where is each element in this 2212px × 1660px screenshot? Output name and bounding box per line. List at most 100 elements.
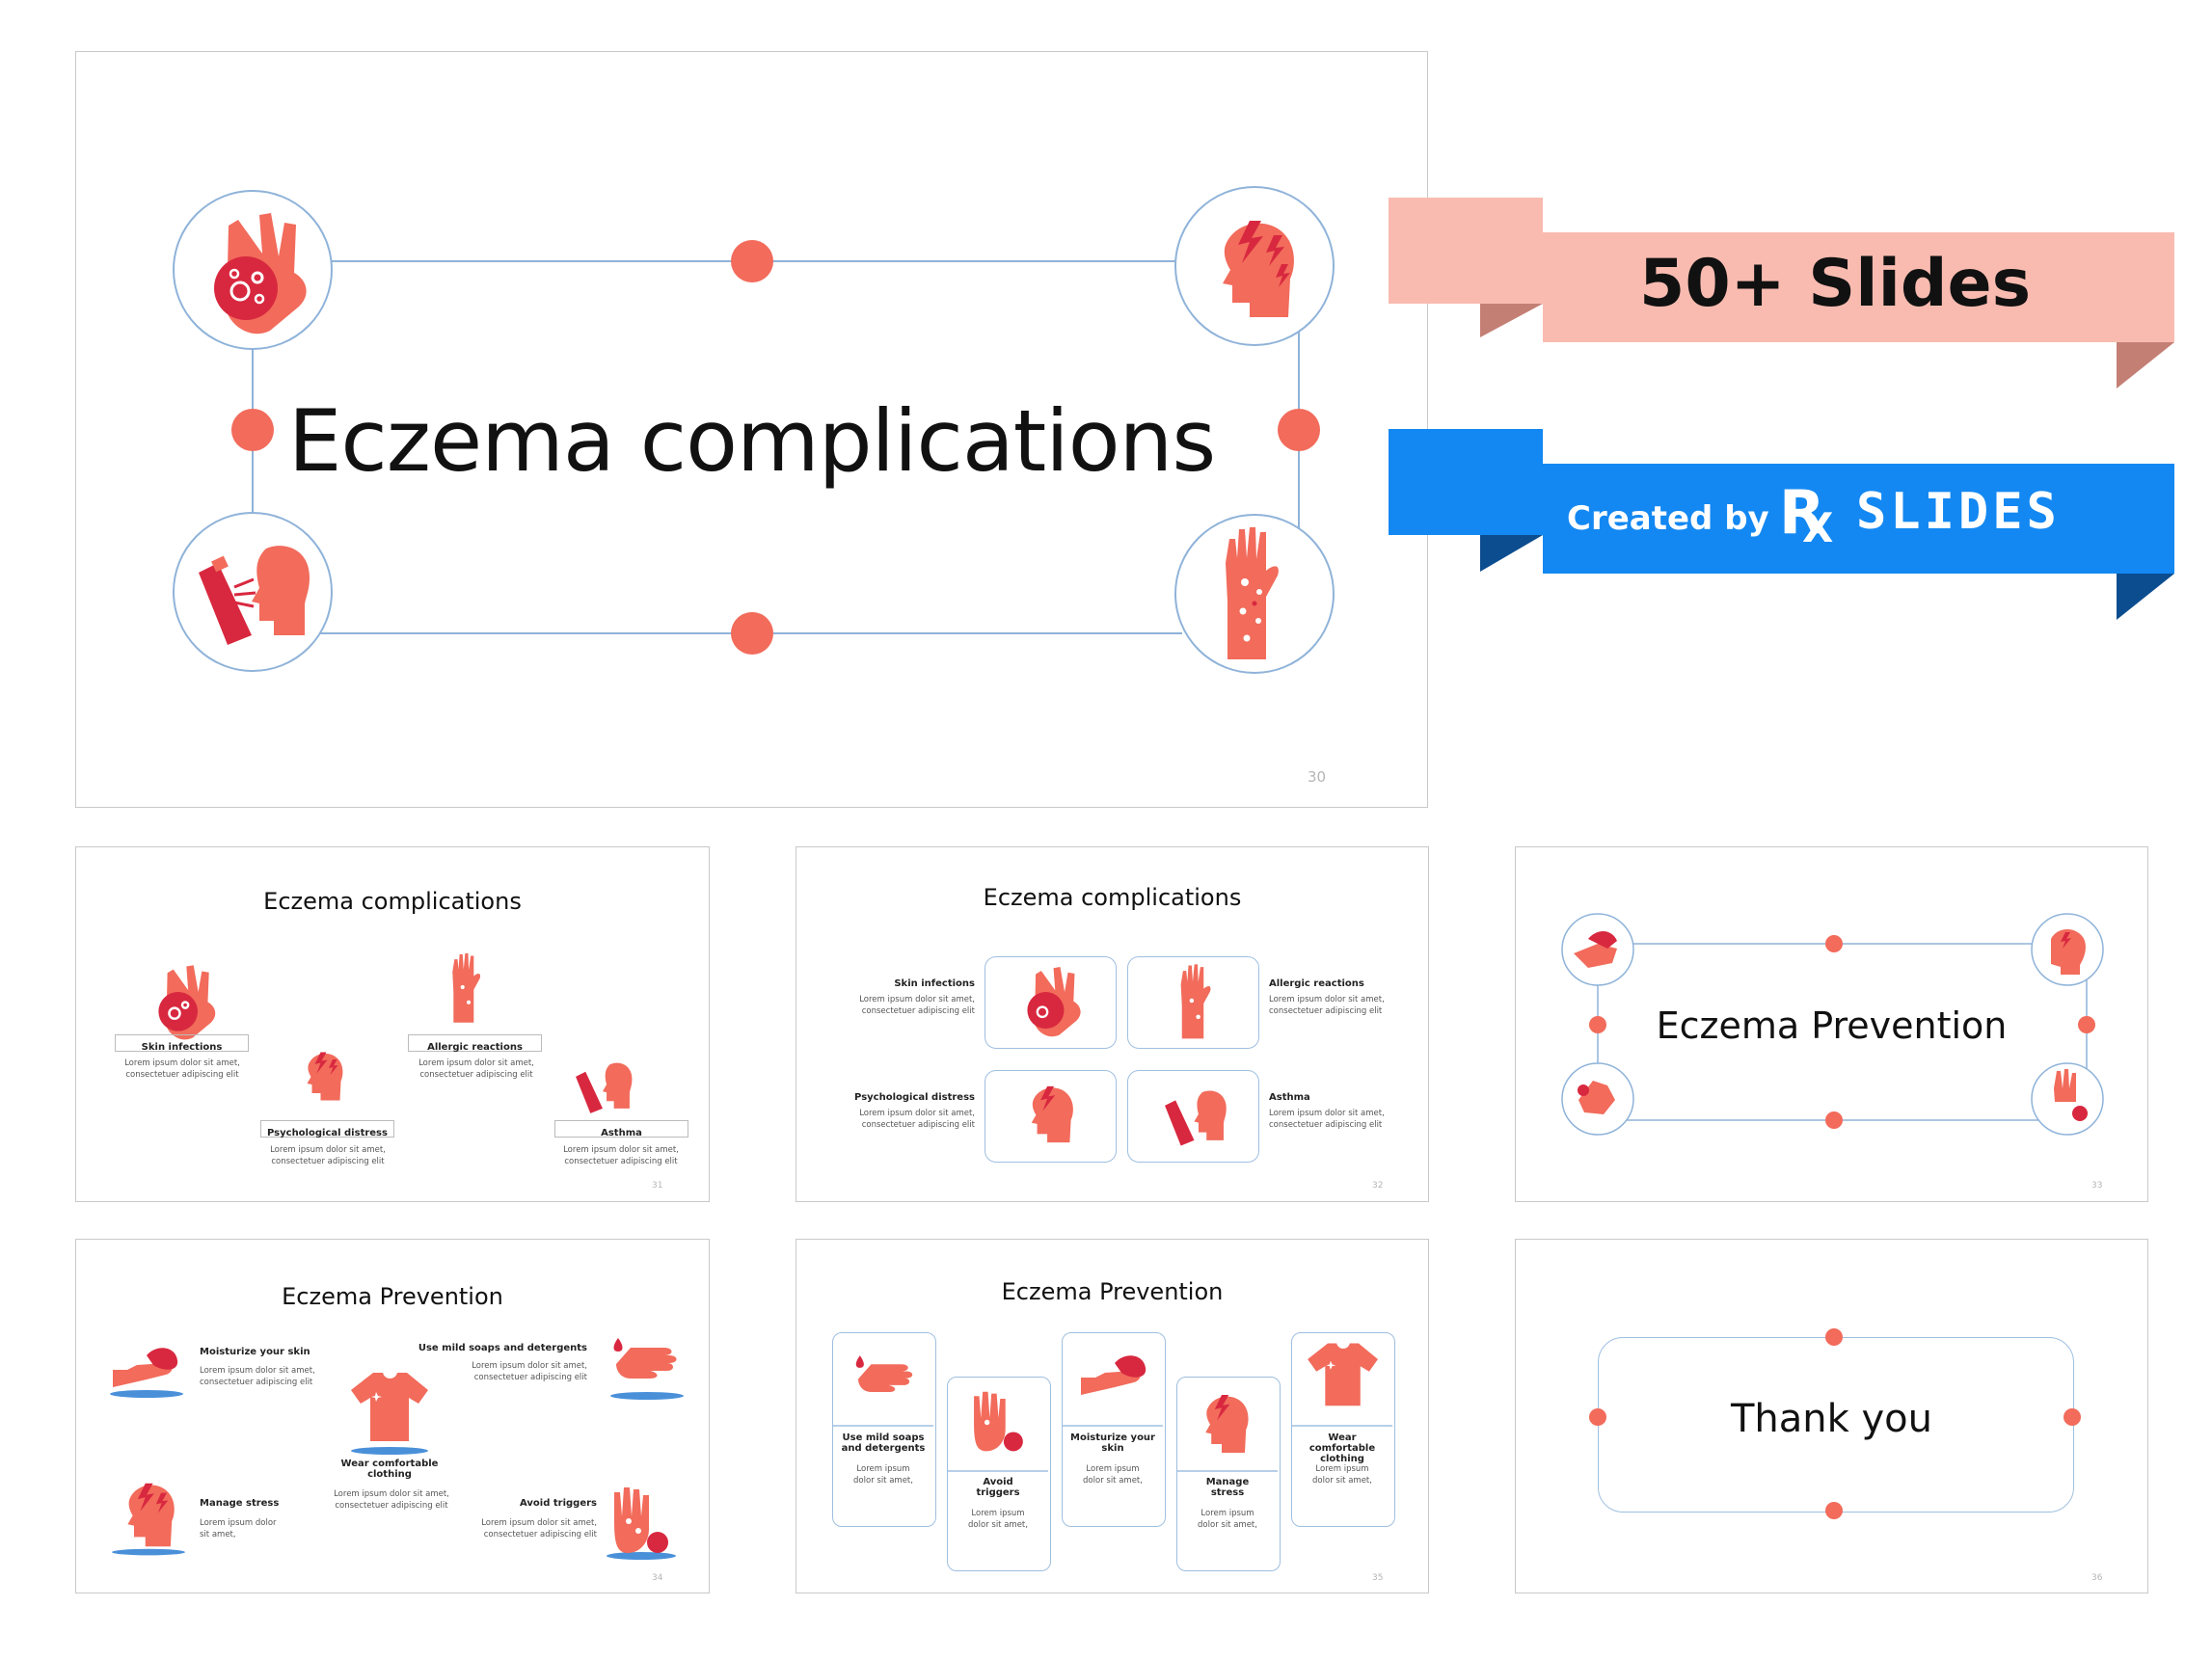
thumbnail-slide-32[interactable]: Eczema complications Skin infections Lor… bbox=[796, 846, 1429, 1202]
slide-number: 36 bbox=[2091, 1573, 2103, 1583]
item-label: Asthma bbox=[1269, 1092, 1310, 1103]
slide-number: 31 bbox=[652, 1181, 663, 1191]
slide-title: Thank you bbox=[1730, 1397, 1933, 1441]
item-label: Psychological distress bbox=[854, 1092, 975, 1103]
item-text: Lorem ipsum dolor sit amet, consectetuer… bbox=[563, 1145, 679, 1166]
slide-number: 34 bbox=[652, 1573, 663, 1583]
item-label: Wear comfortable clothing bbox=[1308, 1432, 1376, 1464]
moisturize-icon bbox=[1081, 1355, 1146, 1395]
icon-card bbox=[1127, 1070, 1259, 1163]
item-text: Lorem ipsum dolor sit amet, bbox=[1083, 1464, 1143, 1486]
skin-infection-icon bbox=[214, 213, 307, 335]
slide-title: Eczema Prevention bbox=[1001, 1278, 1224, 1305]
thumbnail-slide-31[interactable]: Eczema complications Skin infections Lor… bbox=[75, 846, 710, 1202]
t-shirt-icon bbox=[1308, 1343, 1378, 1406]
t-shirt-icon bbox=[351, 1373, 428, 1455]
asthma-icon bbox=[199, 546, 310, 645]
item-label: Avoid triggers bbox=[520, 1498, 597, 1509]
avoid-triggers-icon bbox=[607, 1487, 676, 1560]
allergic-reaction-icon bbox=[1180, 964, 1211, 1039]
slide-number: 32 bbox=[1372, 1181, 1384, 1191]
item-text: Lorem ipsum dolor sit amet, consectetuer… bbox=[418, 1058, 534, 1080]
item-label: Allergic reactions bbox=[1269, 978, 1364, 989]
frame-dots bbox=[1589, 1328, 2081, 1519]
psychological-distress-icon bbox=[1223, 221, 1294, 317]
allergic-reaction-icon bbox=[1226, 527, 1279, 659]
item-text: Lorem ipsum dolor sit amet, consectetuer… bbox=[472, 1361, 587, 1382]
logo-slides: SLIDES bbox=[1856, 483, 2061, 541]
item-text: Lorem ipsum dolor sit amet, consectetuer… bbox=[124, 1058, 240, 1080]
thumbnail-slide-35[interactable]: Eczema Prevention Use mild soaps and det… bbox=[796, 1239, 1429, 1593]
item-label: Manage stress bbox=[200, 1498, 280, 1509]
item-label: Use mild soaps and detergents bbox=[418, 1343, 587, 1353]
logo-r: R bbox=[1779, 477, 1825, 548]
mild-soap-icon bbox=[610, 1338, 684, 1400]
item-text: Lorem ipsum dolor sit amet, consectetuer… bbox=[859, 995, 975, 1016]
asthma-icon bbox=[1165, 1090, 1227, 1146]
psychological-distress-icon bbox=[307, 1052, 343, 1101]
skin-infection-icon bbox=[158, 965, 216, 1040]
item-text: Lorem ipsum dolor sit amet, consectetuer… bbox=[1269, 1109, 1385, 1130]
frame-lines bbox=[1561, 913, 2104, 1136]
manage-stress-icon bbox=[112, 1483, 185, 1556]
created-by-text: Created by bbox=[1567, 499, 1769, 538]
item-text: Lorem ipsum dolor sit amet, consectetuer… bbox=[859, 1109, 975, 1130]
icon-card bbox=[1127, 956, 1259, 1049]
slide-number: 30 bbox=[1308, 768, 1327, 786]
slide-number: 33 bbox=[2091, 1181, 2103, 1191]
allergic-reaction-icon bbox=[452, 952, 481, 1023]
manage-stress-icon bbox=[1205, 1395, 1249, 1453]
step-card bbox=[1176, 1377, 1281, 1571]
icon-card bbox=[985, 1070, 1117, 1163]
item-label: Skin infections bbox=[141, 1042, 223, 1053]
step-card bbox=[1062, 1332, 1166, 1527]
item-label: Wear comfortable clothing bbox=[340, 1459, 439, 1480]
item-text: Lorem ipsum dolor sit amet, consectetuer… bbox=[334, 1489, 449, 1511]
avoid-triggers-icon bbox=[974, 1391, 1023, 1452]
psychological-distress-icon bbox=[1031, 1085, 1073, 1143]
step-card bbox=[947, 1377, 1051, 1571]
thumbnail-slide-36[interactable]: Thank you 36 bbox=[1515, 1239, 2148, 1593]
item-text: Lorem ipsum dolor sit amet, consectetuer… bbox=[1269, 995, 1385, 1016]
item-text: Lorem ipsum dolor sit amet, bbox=[853, 1464, 913, 1486]
step-card bbox=[1291, 1332, 1395, 1527]
main-slide[interactable]: Eczema complications 30 bbox=[75, 51, 1428, 808]
slides-count-text: 50+ Slides bbox=[1639, 246, 2032, 322]
card-dividers bbox=[833, 1425, 1392, 1472]
thumbnail-slide-34[interactable]: Eczema Prevention Moisturize your skin L… bbox=[75, 1239, 710, 1593]
slide-title: Eczema complications bbox=[287, 391, 1216, 491]
asthma-icon bbox=[576, 1062, 633, 1113]
item-text: Lorem ipsum dolor sit amet, consectetuer… bbox=[481, 1518, 597, 1540]
item-label: Moisturize your skin bbox=[200, 1347, 310, 1357]
label-box: Allergic reactions bbox=[408, 1034, 542, 1053]
item-label: Manage stress bbox=[1205, 1477, 1250, 1498]
item-label: Use mild soaps and detergents bbox=[841, 1432, 926, 1454]
thumbnail-slide-33[interactable]: Eczema Prevention 33 bbox=[1515, 846, 2148, 1202]
skin-infection-icon bbox=[1027, 967, 1081, 1037]
item-label: Asthma bbox=[601, 1128, 642, 1138]
item-text: Lorem ipsum dolor sit amet, bbox=[1198, 1509, 1257, 1530]
ribbon-created bbox=[1389, 429, 2174, 620]
slide-title: Eczema Prevention bbox=[282, 1283, 503, 1310]
item-label: Allergic reactions bbox=[427, 1042, 523, 1053]
mild-soap-icon bbox=[855, 1355, 913, 1393]
item-label: Psychological distress bbox=[267, 1128, 388, 1138]
moisturize-icon bbox=[110, 1348, 183, 1398]
slide-title: Eczema complications bbox=[983, 884, 1242, 911]
ribbon-slides bbox=[1389, 198, 2174, 388]
slide-title: Eczema Prevention bbox=[1656, 1004, 2008, 1047]
item-text: Lorem ipsum dolor sit amet, bbox=[968, 1509, 1028, 1530]
icon-card bbox=[985, 956, 1117, 1049]
slide-number: 35 bbox=[1372, 1573, 1384, 1583]
rx-slides-logo: R X SLIDES bbox=[1779, 477, 2126, 554]
label-box: Psychological distress bbox=[260, 1120, 394, 1138]
item-text: Lorem ipsum dolor sit amet, bbox=[1312, 1464, 1372, 1486]
step-card bbox=[832, 1332, 936, 1527]
logo-x: X bbox=[1802, 504, 1834, 551]
slide-title: Eczema complications bbox=[263, 888, 522, 915]
item-text: Lorem ipsum dolor sit amet, consectetuer… bbox=[270, 1145, 386, 1166]
item-label: Moisturize your skin bbox=[1070, 1432, 1155, 1454]
label-box: Skin infections bbox=[115, 1034, 249, 1053]
item-text: Lorem ipsum dolor sit amet, consectetuer… bbox=[200, 1366, 315, 1387]
item-text: Lorem ipsum dolor sit amet, bbox=[200, 1518, 277, 1540]
